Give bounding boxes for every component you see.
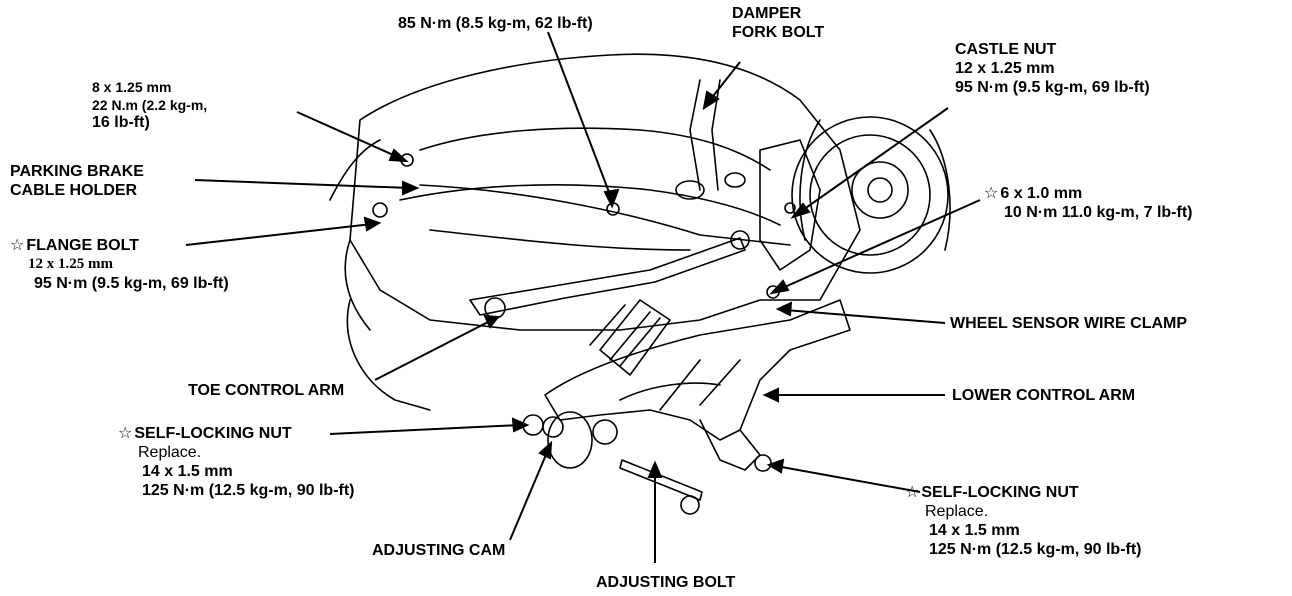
brake-rotor <box>791 116 949 274</box>
star-icon: ☆ <box>905 484 920 501</box>
lower-control-arm-label: LOWER CONTROL ARM <box>952 386 1135 405</box>
damper-fork-bolt-label: DAMPER FORK BOLT <box>732 4 824 42</box>
small-bolt-size: 8 x 1.25 mm <box>92 79 172 95</box>
top-torque-text: 85 N·m (8.5 kg-m, 62 lb-ft) <box>398 15 593 32</box>
parking-brake-line2: CABLE HOLDER <box>10 182 138 199</box>
self-locking-nut-left-name: SELF-LOCKING NUT <box>134 425 292 442</box>
flange-bolt-label: ☆FLANGE BOLT 12 x 1.25 mm 95 N·m (9.5 kg… <box>10 236 229 293</box>
small-bolt-label: 8 x 1.25 mm 22 N.m (2.2 kg-m, 16 lb-ft) <box>92 78 207 132</box>
small-bolt-torque: 22 N.m (2.2 kg-m, <box>92 97 208 113</box>
self-locking-nut-right-size: 14 x 1.5 mm <box>929 522 1020 539</box>
self-locking-nut-right-name-row: ☆SELF-LOCKING NUT <box>905 483 1142 502</box>
damper-fork <box>689 79 721 191</box>
shock-absorber <box>599 299 671 376</box>
damper-fork-bolt-line1: DAMPER <box>732 5 802 22</box>
self-locking-nut-right-torque: 125 N·m (12.5 kg-m, 90 lb-ft) <box>929 541 1142 558</box>
castle-nut-size: 12 x 1.25 mm <box>955 60 1055 77</box>
toe-control-arm-label: TOE CONTROL ARM <box>188 381 344 400</box>
flange-bolt-size: 12 x 1.25 mm <box>28 256 113 272</box>
wheel-sensor-clamp-label: WHEEL SENSOR WIRE CLAMP <box>950 314 1187 333</box>
flange-bolt-name-row: ☆FLANGE BOLT <box>10 236 229 255</box>
bolt-6x1-torque: 10 N·m 11.0 kg-m, 7 lb-ft) <box>1004 204 1193 221</box>
knuckle <box>759 139 821 271</box>
self-locking-nut-right-note: Replace. <box>925 503 989 520</box>
top-torque-label: 85 N·m (8.5 kg-m, 62 lb-ft) <box>398 14 593 33</box>
adjusting-cam-shape <box>547 411 593 469</box>
toe-control-arm-shape <box>469 237 746 316</box>
castle-nut-name: CASTLE NUT <box>955 41 1057 58</box>
star-icon: ☆ <box>118 425 133 442</box>
castle-nut-label: CASTLE NUT 12 x 1.25 mm 95 N·m (9.5 kg-m… <box>955 40 1150 97</box>
adjusting-bolt-label: ADJUSTING BOLT <box>596 573 735 592</box>
damper-fork-bolt-line2: FORK BOLT <box>732 24 825 41</box>
self-locking-nut-right-label: ☆SELF-LOCKING NUT Replace. 14 x 1.5 mm 1… <box>905 483 1142 559</box>
subframe-outline <box>349 53 861 331</box>
lower-control-arm-text: LOWER CONTROL ARM <box>952 387 1136 404</box>
adjusting-bolt-text: ADJUSTING BOLT <box>596 574 736 591</box>
star-icon: ☆ <box>10 237 25 254</box>
self-locking-nut-left-size: 14 x 1.5 mm <box>142 463 233 480</box>
nut-right <box>754 454 772 472</box>
self-locking-nut-left-name-row: ☆SELF-LOCKING NUT <box>118 424 355 443</box>
self-locking-nut-right-name: SELF-LOCKING NUT <box>921 484 1079 501</box>
bolt-6x1-label: ☆6 x 1.0 mm 10 N·m 11.0 kg-m, 7 lb-ft) <box>984 184 1193 222</box>
self-locking-nut-left-note: Replace. <box>138 444 202 461</box>
toe-control-arm-text: TOE CONTROL ARM <box>188 382 345 399</box>
self-locking-nut-left-torque: 125 N·m (12.5 kg-m, 90 lb-ft) <box>142 482 355 499</box>
castle-nut-torque: 95 N·m (9.5 kg-m, 69 lb-ft) <box>955 79 1150 96</box>
flange-bolt-torque: 95 N·m (9.5 kg-m, 69 lb-ft) <box>34 275 229 292</box>
self-locking-nut-left-label: ☆SELF-LOCKING NUT Replace. 14 x 1.5 mm 1… <box>118 424 355 500</box>
wheel-hub <box>851 161 909 219</box>
parking-brake-label: PARKING BRAKE CABLE HOLDER <box>10 162 144 200</box>
star-icon: ☆ <box>984 185 999 202</box>
adjusting-cam-label: ADJUSTING CAM <box>372 541 505 560</box>
adjusting-bolt-shape <box>619 459 703 501</box>
flange-bolt-name: FLANGE BOLT <box>26 237 139 254</box>
wheel-sensor-clamp-text: WHEEL SENSOR WIRE CLAMP <box>950 315 1188 332</box>
bolt-6x1-size-row: ☆6 x 1.0 mm <box>984 184 1193 203</box>
parking-brake-line1: PARKING BRAKE <box>10 163 144 180</box>
small-bolt-torque-ft: 16 lb-ft) <box>92 114 150 131</box>
adjusting-cam-text: ADJUSTING CAM <box>372 542 506 559</box>
bolt-6x1-size: 6 x 1.0 mm <box>1000 185 1083 202</box>
